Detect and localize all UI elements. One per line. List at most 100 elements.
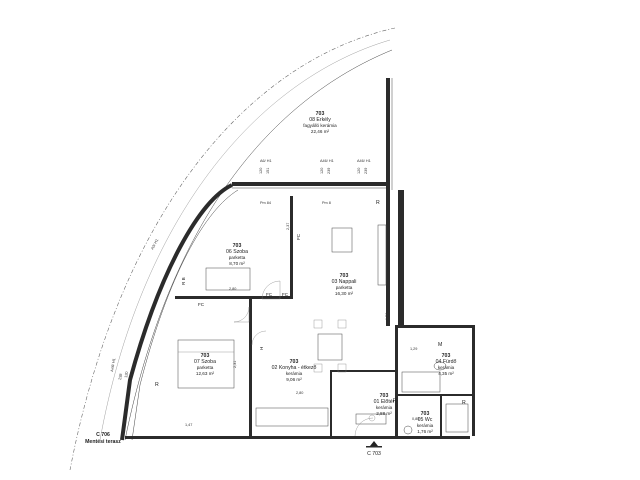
wardrobe-eloter	[355, 413, 387, 425]
tag-r-3: R	[393, 398, 397, 404]
wall-vertical-mid	[249, 299, 252, 436]
dim-2: 151	[266, 168, 270, 174]
facade-arc-outer	[69, 27, 396, 471]
dim-12: 1,56	[385, 313, 389, 320]
dim-3: 120	[320, 168, 324, 174]
dim-15: 238	[118, 373, 123, 380]
svg-text:kerámia: kerámia	[417, 423, 434, 428]
svg-text:07 Szoba: 07 Szoba	[194, 359, 216, 365]
room-label-eloter: 703 01 Előtér kerámia 2,88 m²	[374, 393, 395, 416]
svg-text:05 Wc: 05 Wc	[418, 417, 433, 423]
dim-13: 1,29	[410, 347, 417, 351]
balcony-edge-arc	[124, 49, 393, 441]
svg-text:4,35 m²: 4,35 m²	[438, 371, 454, 376]
svg-text:Mentési terasz: Mentési terasz	[85, 439, 121, 445]
svg-text:1,76 m²: 1,76 m²	[417, 429, 433, 434]
dim-10: 1,47	[185, 423, 192, 427]
side-tag-1: A3/ H1	[150, 238, 159, 250]
tag-fc-4: FC	[266, 292, 273, 297]
svg-text:kerámia: kerámia	[286, 371, 303, 376]
wall-szoba6-bottom	[175, 296, 293, 299]
wall-bath-right	[472, 328, 475, 436]
tag-m: M	[438, 342, 442, 348]
window-tag-1: A6/ H1	[260, 159, 272, 163]
wall-bath-top	[395, 325, 475, 328]
svg-text:22,46 m²: 22,46 m²	[311, 129, 330, 134]
shower-wc	[445, 403, 469, 433]
svg-text:parketta: parketta	[229, 255, 246, 260]
dim-1: 120	[259, 168, 263, 174]
dim-9: 2,37	[286, 223, 290, 230]
dining-table	[317, 333, 343, 361]
top-wall	[232, 182, 390, 186]
tag-fc-2: FC	[282, 292, 289, 297]
svg-text:9,06 m²: 9,06 m²	[286, 377, 302, 382]
tag-r-2: R	[155, 382, 159, 388]
bathtub	[401, 371, 441, 393]
svg-text:8,70 m²: 8,70 m²	[229, 261, 245, 266]
door-szoba6	[261, 280, 281, 300]
dim-8: 2,80	[296, 391, 303, 395]
wall-szoba6-nappali	[290, 196, 293, 296]
svg-text:01 Előtér: 01 Előtér	[374, 399, 395, 405]
tag-r-1: R	[376, 200, 380, 206]
svg-text:parketta: parketta	[197, 365, 214, 370]
section-arrow	[370, 441, 378, 446]
room-label-konyha: 703 02 Konyha - étkező kerámia 9,06 m²	[272, 359, 317, 382]
room-label-szoba6: 703 06 Szoba parketta 8,70 m²	[226, 243, 248, 266]
svg-text:04 Fürdő: 04 Fürdő	[436, 359, 457, 365]
dim-7: 2,80	[229, 287, 236, 291]
balcony-side-wall	[386, 78, 390, 188]
kitchen-counter	[255, 407, 329, 427]
svg-text:12,63 m²: 12,63 m²	[196, 371, 215, 376]
wall-wc-left	[395, 325, 398, 436]
tag-h: H	[259, 347, 264, 350]
svg-text:06 Szoba: 06 Szoba	[226, 249, 248, 255]
dim-16: 120	[124, 371, 129, 378]
tag-pm84: Pm 84	[260, 201, 271, 205]
svg-text:C 706: C 706	[96, 432, 110, 438]
tag-fc-1: FC	[296, 233, 301, 240]
room-label-furdo: 703 04 Fürdő kerámia 4,35 m²	[436, 353, 457, 376]
dim-4: 239	[327, 168, 331, 174]
room-label-nappali: 703 03 Nappali parketta 16,30 m²	[332, 273, 357, 296]
section-marker-label: C 703	[367, 451, 381, 457]
svg-text:02 Konyha - étkező: 02 Konyha - étkező	[272, 365, 317, 371]
side-tag-2: A46/ H1	[110, 358, 116, 372]
door-eloter	[354, 417, 374, 437]
tag-fc-3: FC	[198, 302, 205, 307]
door-szoba7	[233, 306, 250, 323]
svg-text:kerámia: kerámia	[376, 405, 393, 410]
sofa-nappali	[377, 224, 387, 286]
svg-text:703: 703	[290, 359, 299, 365]
svg-text:parketta: parketta	[336, 285, 353, 290]
dim-11: 2,31	[233, 361, 237, 368]
svg-text:703: 703	[201, 353, 210, 359]
svg-text:703: 703	[340, 273, 349, 279]
dim-5: 120	[357, 168, 361, 174]
tag-rb: R B	[181, 277, 186, 285]
table-nappali	[331, 227, 353, 253]
svg-text:16,30 m²: 16,30 m²	[335, 291, 354, 296]
bed-szoba7	[177, 339, 235, 389]
wall-wc-mid	[440, 396, 442, 436]
room-label-szoba7: 703 07 Szoba parketta 12,63 m²	[194, 353, 216, 376]
tag-r-4: R	[462, 400, 466, 406]
svg-text:2,88 m²: 2,88 m²	[376, 411, 392, 416]
svg-text:kerámia: kerámia	[438, 365, 455, 370]
svg-text:03 Nappali: 03 Nappali	[332, 279, 357, 285]
bed-szoba6	[205, 267, 251, 291]
svg-text:08 Erkély: 08 Erkély	[309, 117, 331, 123]
room-label-wc: 703 05 Wc kerámia 1,76 m²	[417, 411, 434, 434]
window-tag-3: A46/ H1	[357, 159, 371, 163]
svg-text:fagyálló kerámia: fagyálló kerámia	[303, 123, 337, 128]
door-konyha	[251, 330, 267, 346]
right-wall	[386, 186, 390, 326]
curved-facade-wall	[120, 183, 233, 441]
washbasin-wc	[403, 425, 413, 435]
dim-6: 239	[364, 168, 368, 174]
bottom-wall	[125, 436, 470, 439]
dim-14: 0,85	[412, 417, 419, 421]
facade-arc-inner	[99, 39, 391, 441]
